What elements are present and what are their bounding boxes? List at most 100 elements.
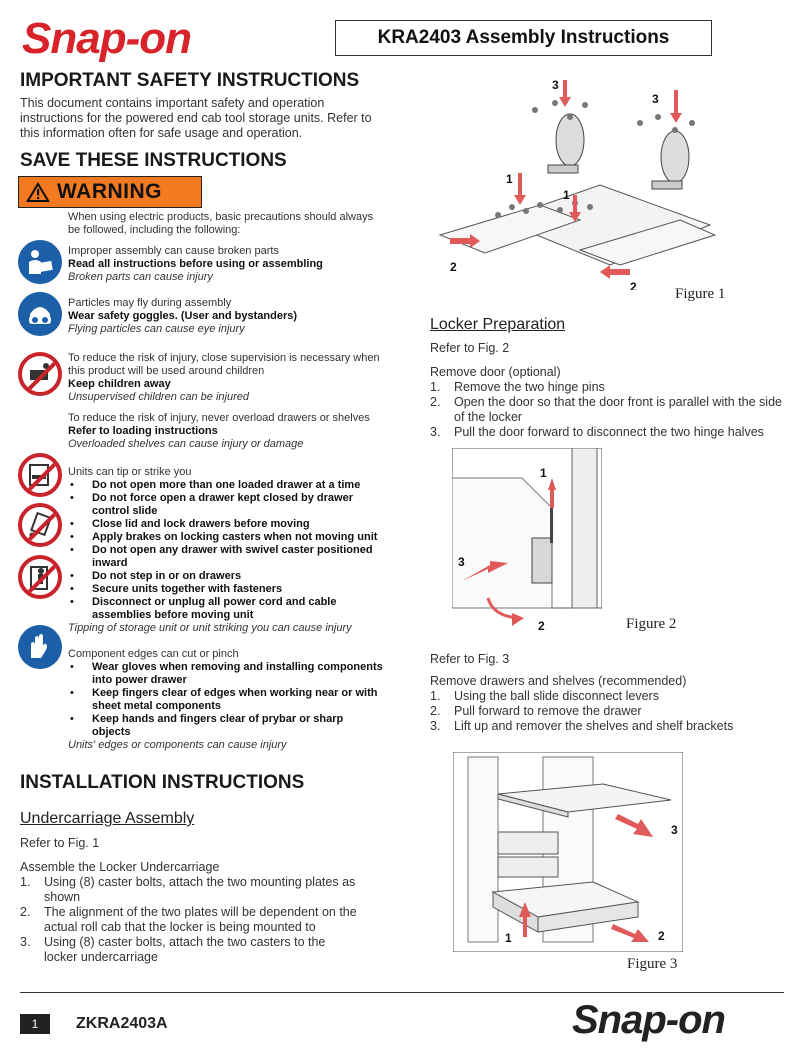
footer-logo: Snap-on [572, 998, 726, 1042]
locker-refer: Refer to Fig. 2 [430, 341, 510, 355]
figure-3-drawers-shelves: 3 1 2 [453, 752, 683, 952]
fig3-task: Remove drawers and shelves (recommended) [430, 674, 687, 688]
read-manual-icon [18, 240, 62, 284]
locker-task: Remove door (optional) [430, 365, 561, 379]
figure-1-caption: Figure 1 [675, 286, 726, 302]
locker-subheading: Locker Preparation [430, 316, 566, 333]
step-number: 2. [430, 704, 441, 718]
callout-number: 2 [630, 280, 637, 290]
warning-triangle-icon [26, 182, 50, 202]
step-number: 1. [430, 689, 441, 703]
undercarriage-subheading: Undercarriage Assembly [20, 810, 195, 827]
safety-block: To reduce the risk of injury, close supe… [68, 352, 383, 404]
safety-line: To reduce the risk of injury, close supe… [68, 352, 380, 377]
tip-bullets: Do not open more than one loaded drawer … [68, 479, 384, 622]
callout-number: 2 [658, 929, 665, 943]
no-tipping-icon [18, 503, 62, 547]
install-refer: Refer to Fig. 1 [20, 836, 100, 850]
edges-block: Component edges can cut or pinch Wear gl… [68, 648, 384, 752]
doc-code: ZKRA2403A [76, 1015, 168, 1032]
safety-heading: IMPORTANT SAFETY INSTRUCTIONS [20, 70, 360, 91]
callout-number: 2 [538, 619, 545, 633]
step-number: 1. [20, 875, 31, 889]
no-overload-icon [18, 453, 62, 497]
edges-bullets: Wear gloves when removing and installing… [68, 661, 384, 739]
callout-number: 1 [563, 188, 570, 202]
bullet-item: Do not step in or on drawers [68, 570, 384, 583]
safety-line: Flying particles can cause eye injury [68, 323, 245, 335]
bullet-item: Do not force open a drawer kept closed b… [68, 492, 384, 518]
step-number: 2. [430, 395, 441, 409]
step-number: 1. [430, 380, 441, 394]
safety-line: Read all instructions before using or as… [68, 258, 323, 270]
safety-line: Particles may fly during assembly [68, 297, 232, 309]
fig3-steps: 1.Using the ball slide disconnect levers… [430, 689, 790, 734]
callout-number: 1 [540, 466, 547, 480]
step-item: 1.Using the ball slide disconnect levers [430, 689, 659, 703]
step-item: 1.Remove the two hinge pins [430, 380, 605, 394]
figure-3-caption: Figure 3 [627, 956, 678, 972]
bullet-item: Disconnect or unplug all power cord and … [68, 596, 384, 622]
step-item: 2.Open the door so that the door front i… [430, 395, 782, 424]
callout-number: 3 [552, 78, 559, 92]
bullet-item: Wear gloves when removing and installing… [68, 661, 384, 687]
tip-tail: Tipping of storage unit or unit striking… [68, 622, 352, 634]
page-number: 1 [20, 1014, 50, 1034]
fig3-refer: Refer to Fig. 3 [430, 652, 510, 666]
step-item: 1.Using (8) caster bolts, attach the two… [20, 875, 356, 904]
step-number: 3. [430, 425, 441, 439]
no-climbing-icon [18, 555, 62, 599]
callout-number: 3 [458, 555, 465, 569]
bullet-item: Close lid and lock drawers before moving [68, 518, 384, 531]
safety-line: Unsupervised children can be injured [68, 391, 249, 403]
step-item: 3.Using (8) caster bolts, attach the two… [20, 935, 326, 964]
safety-block: To reduce the risk of injury, never over… [68, 412, 383, 451]
safety-intro: This document contains important safety … [20, 96, 372, 140]
document-title: KRA2403 Assembly Instructions [335, 20, 712, 56]
safety-line: Broken parts can cause injury [68, 271, 213, 283]
callout-number: 2 [450, 260, 457, 274]
callout-number: 1 [505, 931, 512, 945]
general-precautions: When using electric products, basic prec… [68, 211, 374, 236]
step-item: 3.Lift up and remover the shelves and sh… [430, 719, 734, 733]
bullet-item: Keep hands and fingers clear of prybar o… [68, 713, 384, 739]
safety-line: Improper assembly can cause broken parts [68, 245, 279, 257]
safety-line: Overloaded shelves can cause injury or d… [68, 438, 304, 450]
edges-lead: Component edges can cut or pinch [68, 648, 239, 660]
warning-label: WARNING [57, 180, 162, 203]
edges-tail: Units' edges or components can cause inj… [68, 739, 287, 751]
footer-rule [20, 992, 784, 993]
snap-on-logo: Snap-on [22, 14, 192, 63]
install-heading: INSTALLATION INSTRUCTIONS [20, 772, 305, 793]
no-children-icon [18, 352, 62, 396]
step-number: 3. [20, 935, 31, 949]
save-heading: SAVE THESE INSTRUCTIONS [20, 150, 287, 171]
step-number: 2. [20, 905, 31, 919]
goggles-icon [18, 292, 62, 336]
step-item: 3.Pull the door forward to disconnect th… [430, 425, 764, 439]
bullet-item: Apply brakes on locking casters when not… [68, 531, 384, 544]
safety-line: To reduce the risk of injury, never over… [68, 412, 370, 424]
tip-lead: Units can tip or strike you [68, 466, 192, 478]
step-number: 3. [430, 719, 441, 733]
bullet-item: Do not open more than one loaded drawer … [68, 479, 384, 492]
gloves-icon [18, 625, 62, 669]
figure-2-caption: Figure 2 [626, 616, 677, 632]
callout-number: 1 [506, 172, 513, 186]
bullet-item: Secure units together with fasteners [68, 583, 384, 596]
bullet-item: Do not open any drawer with swivel caste… [68, 544, 384, 570]
safety-line: Keep children away [68, 378, 171, 390]
callout-number: 3 [652, 92, 659, 106]
step-item: 2.Pull forward to remove the drawer [430, 704, 642, 718]
warning-banner: WARNING [18, 176, 202, 208]
bullet-item: Keep fingers clear of edges when working… [68, 687, 384, 713]
safety-block: Improper assembly can cause broken parts… [68, 245, 383, 284]
install-steps: 1.Using (8) caster bolts, attach the two… [20, 875, 360, 965]
tip-block: Units can tip or strike you Do not open … [68, 466, 384, 635]
safety-line: Refer to loading instructions [68, 425, 218, 437]
safety-line: Wear safety goggles. (User and bystander… [68, 310, 298, 322]
figure-2-door-hinge: 1 3 2 [452, 448, 602, 633]
install-task: Assemble the Locker Undercarriage [20, 860, 220, 874]
